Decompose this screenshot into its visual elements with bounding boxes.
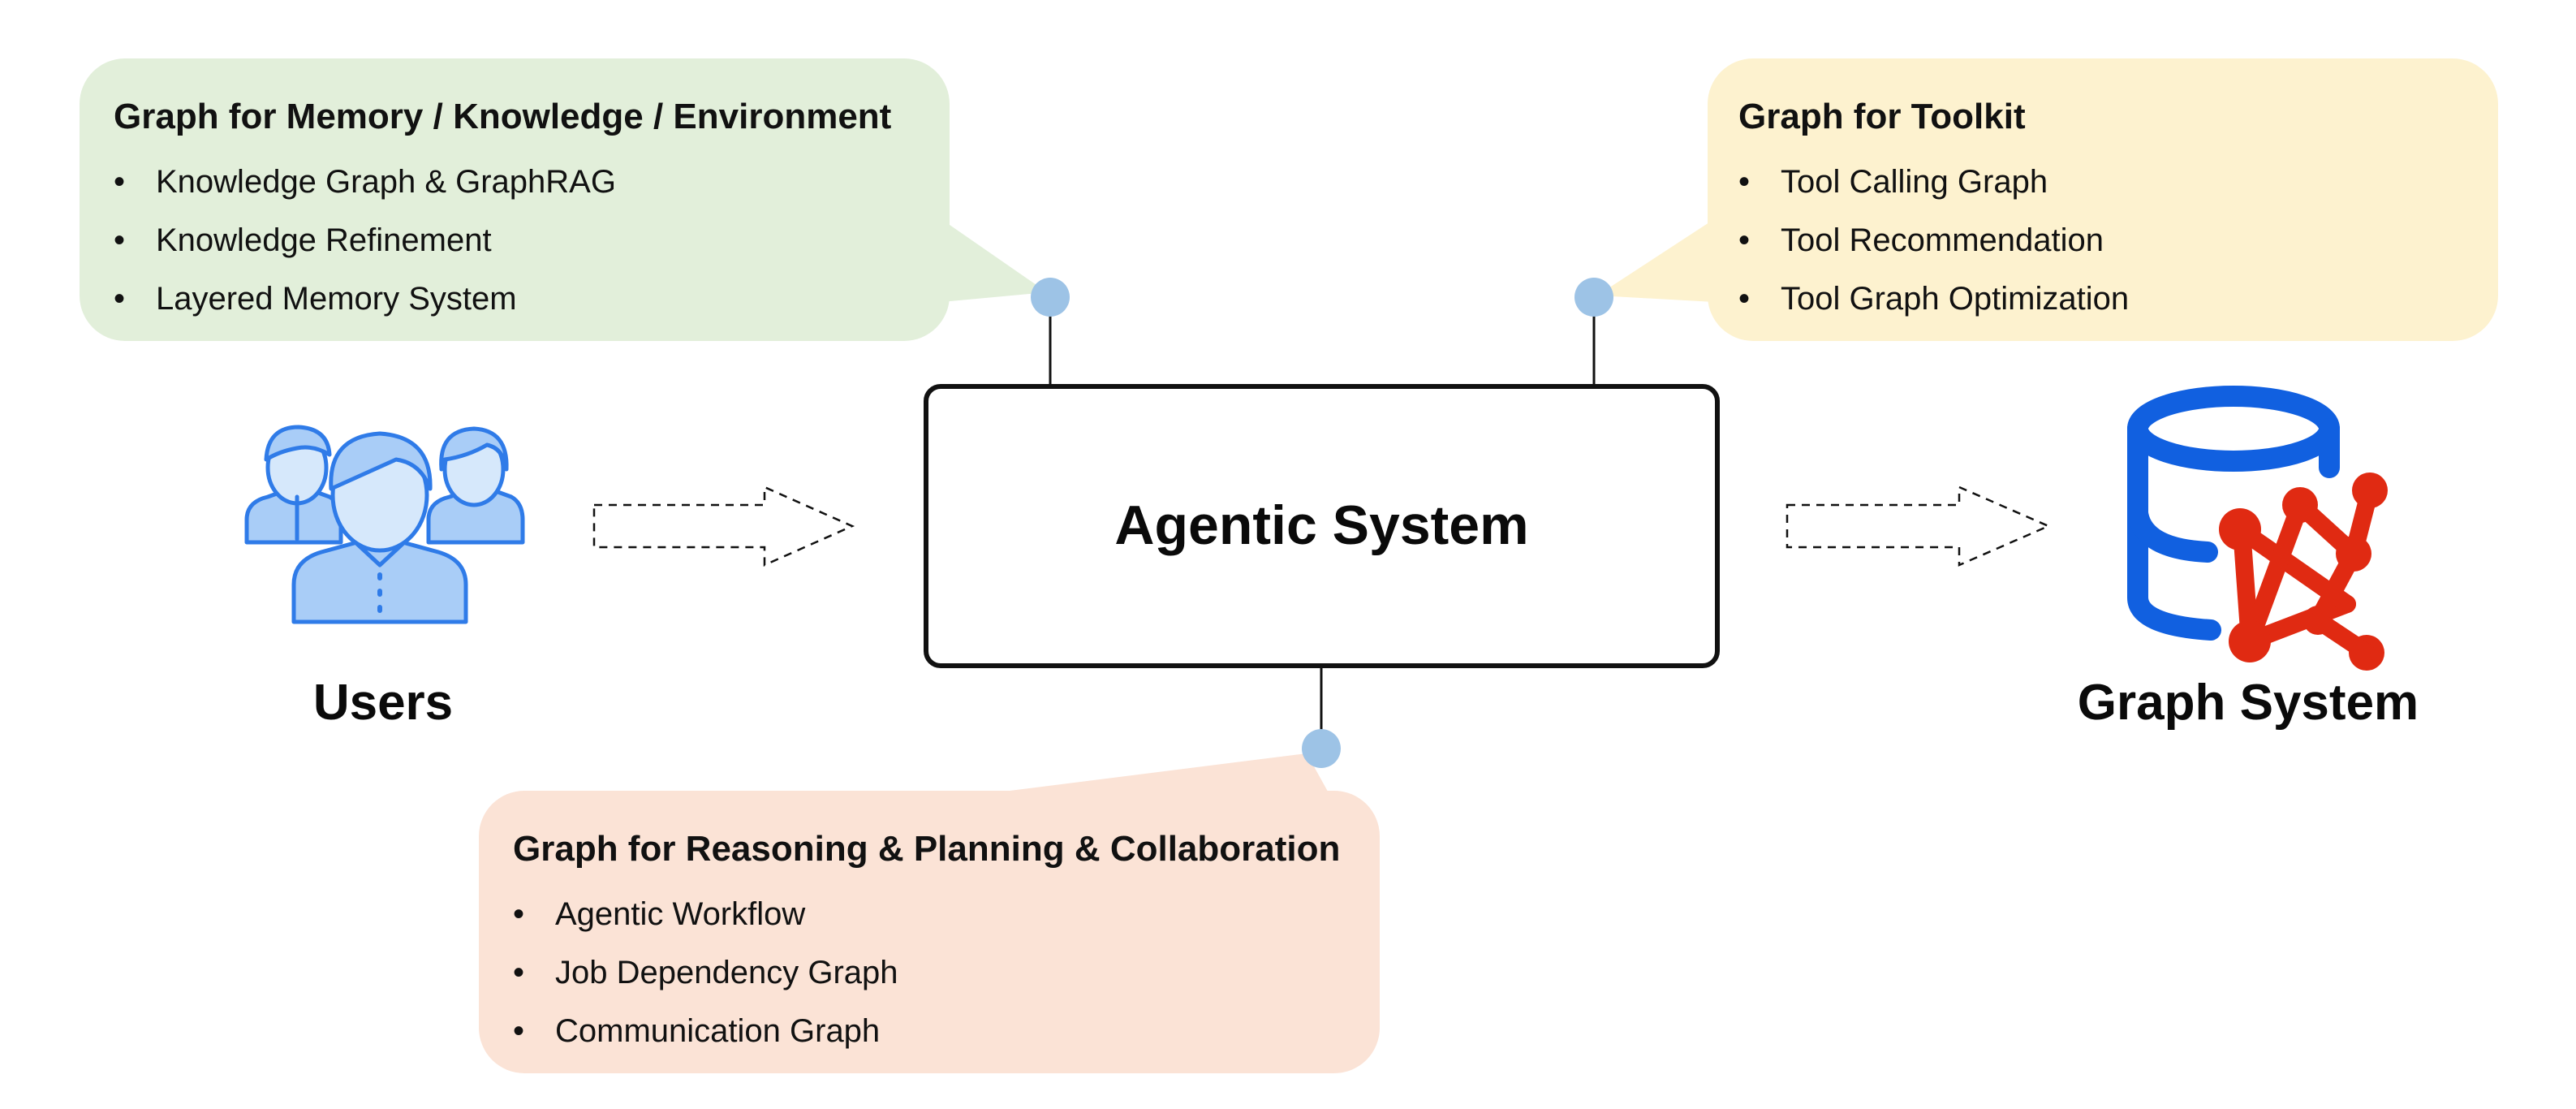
agentic-to-graph-arrow: [1786, 485, 2052, 567]
reasoning-callout-list: Agentic Workflow Job Dependency Graph Co…: [513, 885, 1340, 1060]
toolkit-connector-dot: [1574, 278, 1613, 317]
users-to-agentic-arrow: [592, 485, 855, 567]
reasoning-item-communication: Communication Graph: [513, 1002, 1340, 1060]
memory-item-layered-memory: Layered Memory System: [114, 270, 891, 328]
reasoning-item-job-dependency: Job Dependency Graph: [513, 943, 1340, 1002]
toolkit-callout-title: Graph for Toolkit: [1738, 97, 2026, 136]
reasoning-connector-dot: [1302, 729, 1341, 768]
agentic-system-box: [924, 384, 1720, 668]
graph-database-icon: [2127, 386, 2388, 671]
reasoning-item-agentic-workflow: Agentic Workflow: [513, 885, 1340, 943]
toolkit-item-tool-recommendation: Tool Recommendation: [1738, 211, 2129, 270]
memory-item-knowledge-refinement: Knowledge Refinement: [114, 211, 891, 270]
reasoning-callout: Graph for Reasoning & Planning & Collabo…: [513, 828, 1340, 1060]
graph-system-label: Graph System: [2077, 675, 2419, 731]
toolkit-callout-list: Tool Calling Graph Tool Recommendation T…: [1738, 153, 2129, 328]
agentic-system-label: Agentic System: [1114, 494, 1529, 556]
toolkit-item-tool-optimization: Tool Graph Optimization: [1738, 270, 2129, 328]
toolkit-callout: Graph for Toolkit Tool Calling Graph Too…: [1738, 96, 2129, 328]
users-label: Users: [312, 675, 454, 731]
memory-connector-dot: [1031, 278, 1070, 317]
users-group-icon: [244, 425, 525, 624]
memory-item-knowledge-graph: Knowledge Graph & GraphRAG: [114, 153, 891, 211]
reasoning-callout-title: Graph for Reasoning & Planning & Collabo…: [513, 829, 1341, 869]
toolkit-item-tool-calling: Tool Calling Graph: [1738, 153, 2129, 211]
memory-callout-list: Knowledge Graph & GraphRAG Knowledge Ref…: [114, 153, 891, 328]
memory-callout-title: Graph for Memory / Knowledge / Environme…: [114, 97, 892, 136]
memory-callout: Graph for Memory / Knowledge / Environme…: [114, 96, 891, 328]
